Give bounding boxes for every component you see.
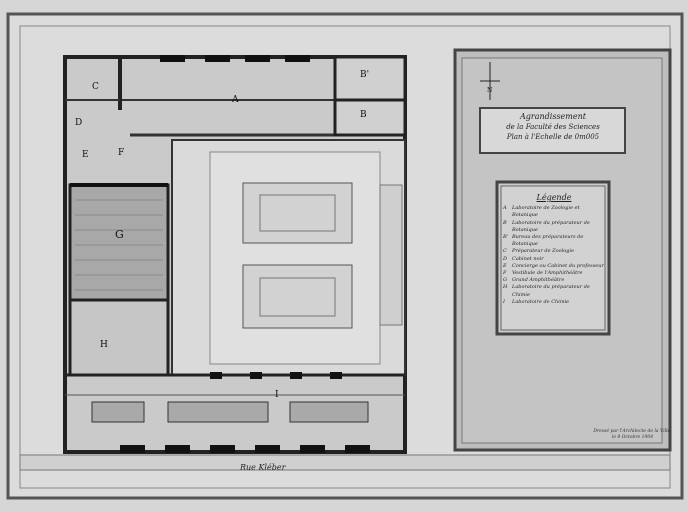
garden-panel — [242, 264, 353, 329]
room-label-e: E — [82, 150, 89, 160]
room-label-h: H — [100, 340, 108, 350]
amphitheatre — [68, 183, 170, 302]
room-label-g: G — [115, 228, 124, 241]
street-label: Rue Kléber — [240, 463, 286, 472]
room-label-c: C — [92, 82, 99, 92]
plan-title: Agrandissement de la Faculté des Science… — [482, 112, 624, 142]
compass-icon — [480, 62, 500, 100]
room-label-b: B — [360, 110, 367, 120]
title-line-3: Plan à l'Echelle de 0m005 — [506, 133, 600, 141]
title-line-1: Agrandissement — [520, 112, 586, 121]
garden-panel — [242, 182, 353, 244]
room-label-b-prime: B' — [360, 70, 370, 80]
legend-item: B'Bureau des préparateurs de Botanique — [503, 234, 584, 248]
compass-label: N — [487, 87, 493, 94]
room-label-a: A — [232, 95, 239, 105]
legend-heading: Légende — [536, 193, 572, 202]
room-label-f: F — [118, 148, 125, 158]
street-band — [19, 454, 671, 471]
room-label-d: D — [75, 118, 83, 128]
room-label-i: I — [275, 390, 279, 400]
signature-block: Dressé par l'Architecte de la Ville, le … — [593, 429, 672, 440]
title-line-2: de la Faculté des Sciences — [506, 123, 600, 131]
title-cartouche — [479, 107, 626, 154]
